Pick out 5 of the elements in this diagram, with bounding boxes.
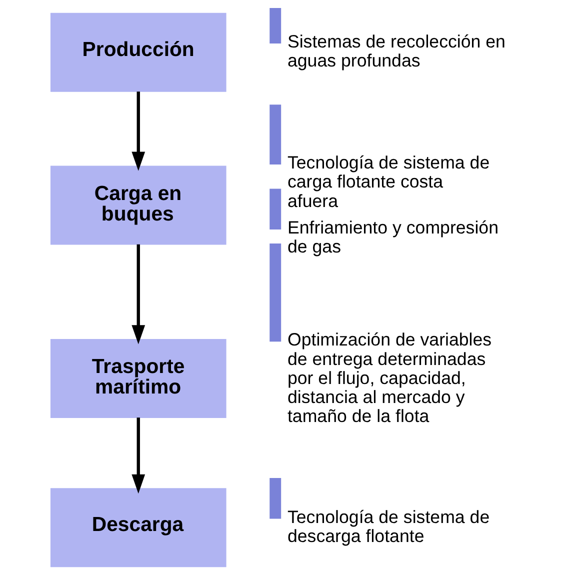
node-label: Tecnología de sistema de descarga flotante: [286, 506, 490, 546]
node-label: Sistemas de recolección en aguas profundas: [286, 32, 505, 71]
node-label: Optimización de variables de entrega determinadas por el flujo, capacidad, distancia al mercado y tamaño de la flota: [286, 330, 492, 426]
node-label: Tecnología de sistema de carga flotante costa afuera: [286, 152, 490, 211]
node-label: Enfriamiento y compresión de gas: [286, 218, 498, 257]
